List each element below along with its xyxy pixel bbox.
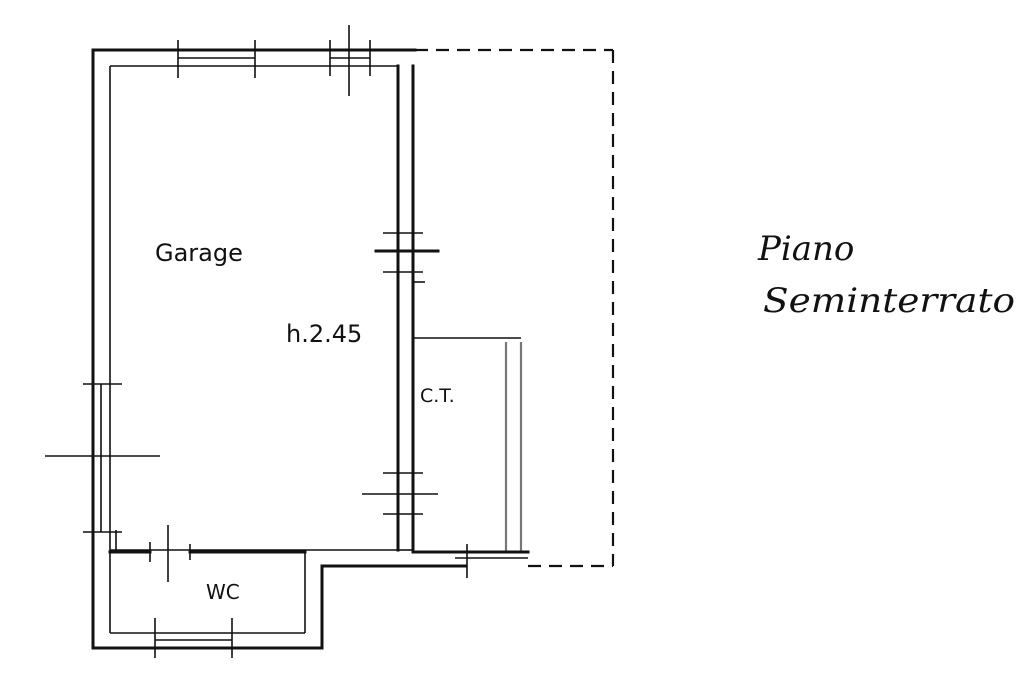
partition-wall <box>396 64 415 552</box>
window-top-left <box>177 40 256 78</box>
window-left <box>45 383 160 533</box>
dashed-outline <box>415 48 615 568</box>
door-partition-lower <box>362 472 438 515</box>
door-top <box>329 25 371 96</box>
ceiling-height-label: h.2.45 <box>286 320 362 348</box>
floor-title-line1: Piano <box>757 229 854 269</box>
window-bottom-wc <box>154 618 233 658</box>
door-partition-upper <box>374 232 440 283</box>
wc-label: WC <box>206 580 240 604</box>
wc-partition <box>108 525 307 582</box>
ct-room <box>411 337 530 559</box>
floor-title-line2: Seminterrato <box>763 281 1015 321</box>
ct-label: C.T. <box>420 385 455 407</box>
garage-label: Garage <box>155 239 243 267</box>
outer-walls <box>91 48 467 650</box>
